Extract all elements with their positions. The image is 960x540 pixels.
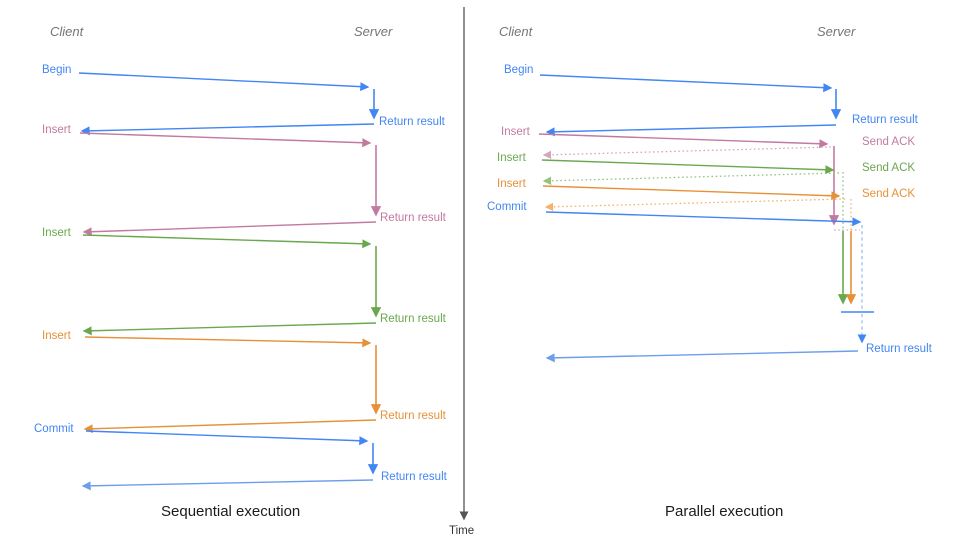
left-commit-send-arrow	[85, 430, 369, 446]
right-begin-label: Begin	[504, 64, 534, 76]
right-commit-result-label: Return result	[866, 343, 932, 355]
left-begin-flow	[78, 72, 380, 136]
left-insert3-result-label: Return result	[380, 410, 446, 422]
left-insert2-return-arrow	[82, 322, 377, 336]
left-panel-title: Sequential execution	[161, 503, 301, 520]
right-begin-flow	[539, 74, 842, 137]
right-insert3-ack-arrow	[544, 198, 846, 212]
time-axis-label: Time	[449, 525, 475, 537]
left-commit-flow	[81, 430, 379, 491]
right-commit-label: Commit	[487, 201, 527, 213]
right-insert1-ack-label: Send ACK	[862, 136, 916, 148]
left-commit-result-label: Return result	[381, 471, 447, 483]
left-insert2-flow	[82, 234, 382, 336]
left-commit-return-arrow	[81, 479, 374, 491]
right-insert2-flow	[541, 159, 849, 305]
right-commit-send-arrow	[545, 211, 862, 227]
left-insert3-send-arrow	[84, 336, 372, 348]
right-insert3-label: Insert	[497, 178, 526, 190]
left-insert3-flow	[83, 336, 382, 434]
right-begin-return-arrow	[545, 124, 837, 137]
left-client-header: Client	[50, 24, 84, 39]
left-insert2-send-arrow	[82, 234, 372, 249]
left-begin-send-arrow	[78, 72, 370, 92]
left-insert1-result-label: Return result	[380, 212, 446, 224]
right-commit-return-arrow	[545, 350, 859, 363]
right-insert1-send-arrow	[538, 133, 829, 149]
left-insert1-return-arrow	[82, 221, 377, 237]
right-insert2-send-arrow	[541, 159, 835, 175]
right-insert1-flow	[538, 133, 860, 231]
left-begin-return-arrow	[80, 123, 375, 136]
right-insert1-ack-arrow	[542, 146, 832, 160]
left-insert3-label: Insert	[42, 330, 71, 342]
right-insert2-ack-label: Send ACK	[862, 162, 916, 174]
right-insert3-send-arrow	[542, 185, 841, 201]
left-insert1-send-arrow	[79, 132, 372, 148]
left-insert2-result-label: Return result	[380, 313, 446, 325]
right-begin-send-arrow	[539, 74, 833, 93]
right-insert1-label: Insert	[501, 126, 530, 138]
left-begin-result-label: Return result	[379, 116, 445, 128]
left-server-header: Server	[354, 24, 393, 39]
left-insert2-label: Insert	[42, 227, 71, 239]
right-panel-title: Parallel execution	[665, 503, 784, 520]
right-begin-result-label: Return result	[852, 114, 918, 126]
right-insert2-ack-arrow	[542, 172, 840, 186]
right-insert2-label: Insert	[497, 152, 526, 164]
right-insert3-flow	[542, 185, 857, 305]
left-insert1-flow	[79, 132, 382, 237]
right-server-header: Server	[817, 24, 856, 39]
right-client-header: Client	[499, 24, 533, 39]
left-insert1-label: Insert	[42, 124, 71, 136]
left-insert3-return-arrow	[83, 419, 377, 434]
right-commit-flow	[545, 211, 874, 363]
left-commit-label: Commit	[34, 423, 74, 435]
left-begin-label: Begin	[42, 64, 72, 76]
right-insert3-ack-label: Send ACK	[862, 188, 916, 200]
